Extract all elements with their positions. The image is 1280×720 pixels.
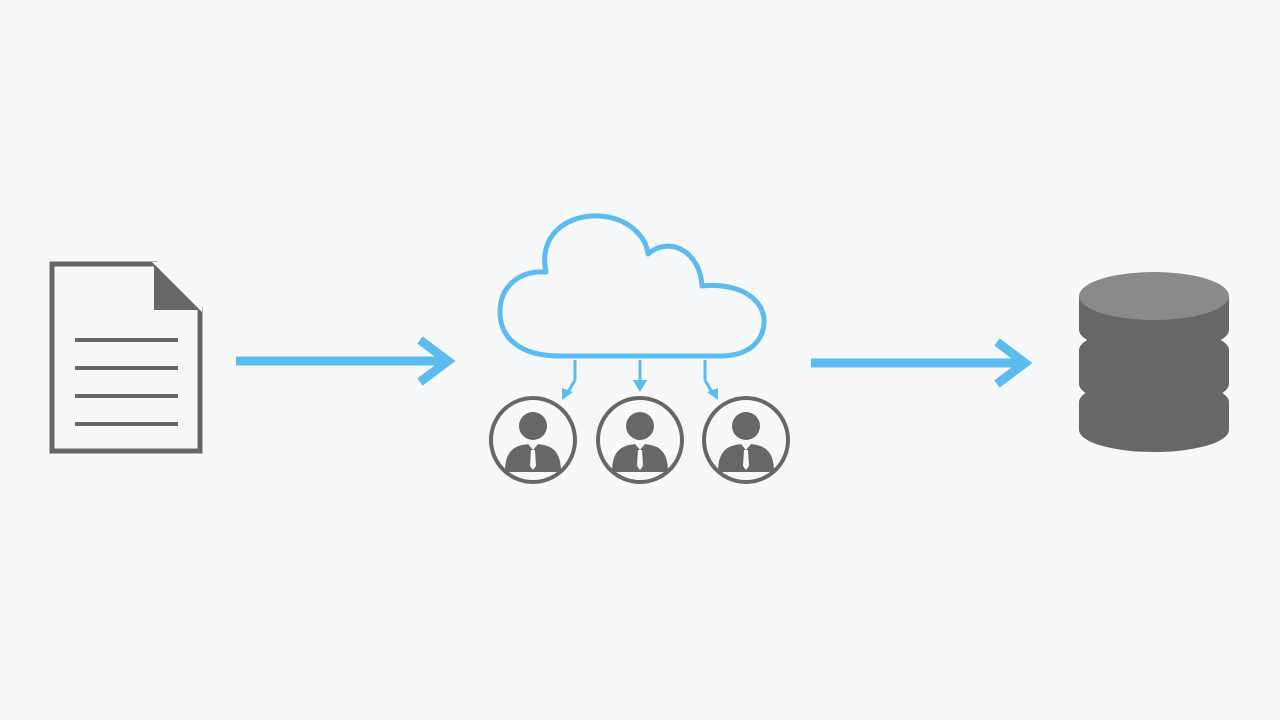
arrow-cloud-to-worker-3 <box>703 360 718 400</box>
document-icon <box>49 261 203 454</box>
arrow-cloud-to-worker-1 <box>562 360 577 400</box>
worker-2 <box>596 396 684 484</box>
arrow-cloud-to-worker-2 <box>633 360 647 392</box>
worker-3 <box>702 396 790 484</box>
arrows-cloud-to-workers <box>562 360 718 400</box>
cloud-icon <box>497 213 767 359</box>
database-icon <box>1079 272 1229 452</box>
person-icon <box>489 396 577 484</box>
person-icon <box>702 396 790 484</box>
person-icon <box>596 396 684 484</box>
arrow-cloud-to-database <box>811 338 1033 388</box>
worker-1 <box>489 396 577 484</box>
arrow-document-to-cloud <box>236 336 456 386</box>
